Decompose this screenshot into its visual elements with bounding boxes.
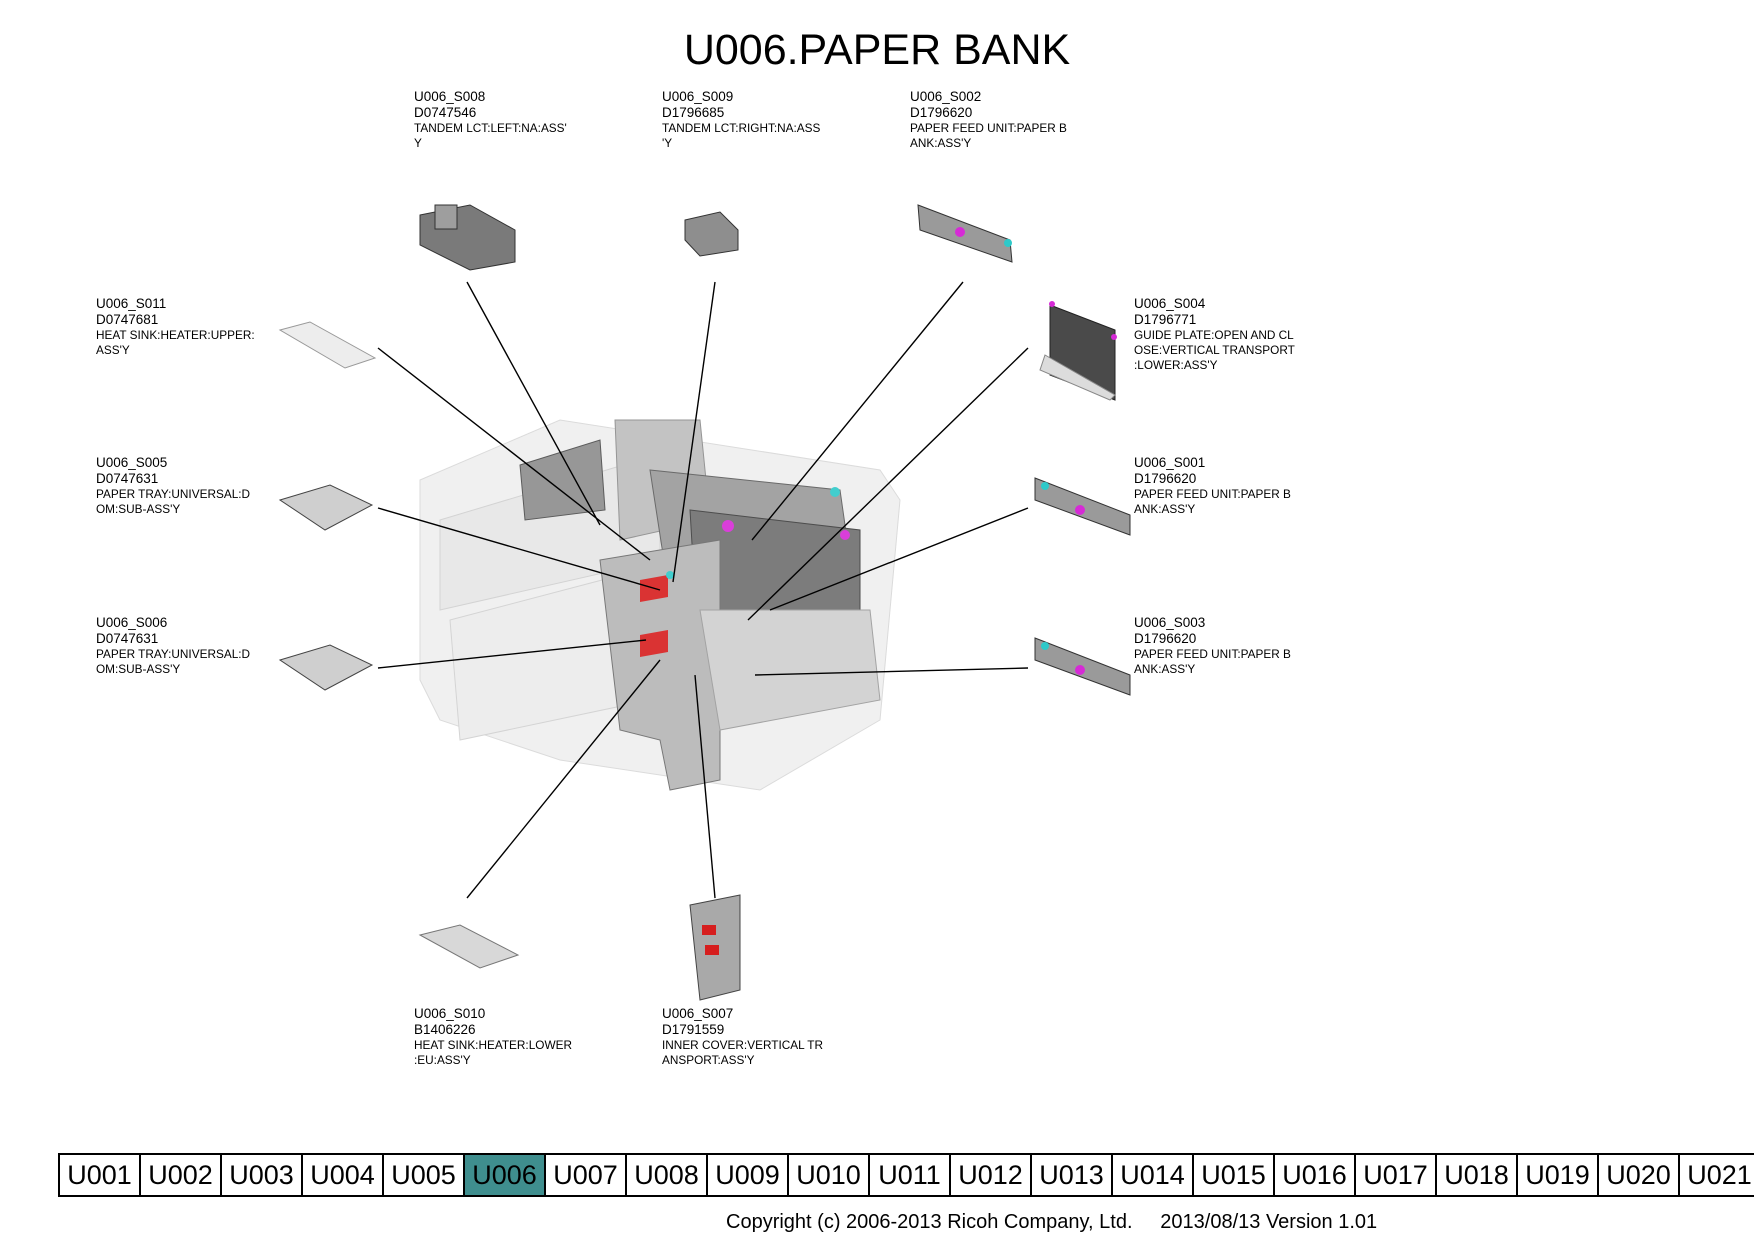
callout-description: PAPER TRAY:UNIVERSAL:D OM:SUB-ASS'Y <box>96 487 251 516</box>
callout-description: PAPER FEED UNIT:PAPER B ANK:ASS'Y <box>1134 487 1291 516</box>
callout-code: U006_S009 <box>662 89 734 104</box>
part-thumbnail-s007[interactable] <box>689 894 741 1001</box>
callout-part-number: D1791559 <box>662 1022 725 1037</box>
part-thumbnail-s005[interactable] <box>278 484 374 531</box>
callout-s011[interactable]: U006_S011 D0747681 HEAT SINK:HEATER:UPPE… <box>96 296 255 358</box>
nav-tab-u011[interactable]: U011 <box>870 1155 951 1195</box>
callout-description: HEAT SINK:HEATER:UPPER: ASS'Y <box>96 328 255 357</box>
callout-part-number: B1406226 <box>414 1022 476 1037</box>
callout-s009[interactable]: U006_S009 D1796685 TANDEM LCT:RIGHT:NA:A… <box>662 89 820 151</box>
callout-code: U006_S001 <box>1134 455 1206 470</box>
callout-part-number: D0747681 <box>96 312 159 327</box>
nav-tab-u002[interactable]: U002 <box>141 1155 222 1195</box>
nav-tab-u003[interactable]: U003 <box>222 1155 303 1195</box>
callout-code: U006_S008 <box>414 89 486 104</box>
callout-part-number: D0747631 <box>96 631 159 646</box>
part-thumbnail-s003[interactable] <box>1034 637 1131 696</box>
callout-code: U006_S005 <box>96 455 168 470</box>
nav-tab-u020[interactable]: U020 <box>1599 1155 1680 1195</box>
part-thumbnail-s010[interactable] <box>418 924 520 969</box>
callout-part-number: D1796620 <box>1134 631 1197 646</box>
callout-code: U006_S006 <box>96 615 168 630</box>
copyright-footer: Copyright (c) 2006-2013 Ricoh Company, L… <box>726 1211 1378 1233</box>
part-thumbnail-s002[interactable] <box>917 204 1013 263</box>
callout-part-number: D0747546 <box>414 105 477 120</box>
part-thumbnail-s001[interactable] <box>1034 477 1131 536</box>
callout-description: TANDEM LCT:LEFT:NA:ASS' Y <box>414 121 567 150</box>
callout-s008[interactable]: U006_S008 D0747546 TANDEM LCT:LEFT:NA:AS… <box>414 89 567 151</box>
nav-tab-u006[interactable]: U006 <box>465 1155 546 1195</box>
nav-tab-u017[interactable]: U017 <box>1356 1155 1437 1195</box>
callout-code: U006_S002 <box>910 89 982 104</box>
nav-tab-u019[interactable]: U019 <box>1518 1155 1599 1195</box>
callout-description: HEAT SINK:HEATER:LOWER :EU:ASS'Y <box>414 1038 572 1067</box>
part-thumbnail-s011[interactable] <box>278 321 377 369</box>
nav-tab-u012[interactable]: U012 <box>951 1155 1032 1195</box>
callout-code: U006_S011 <box>96 296 167 311</box>
nav-tab-u001[interactable]: U001 <box>60 1155 141 1195</box>
nav-tab-u014[interactable]: U014 <box>1113 1155 1194 1195</box>
callout-part-number: D1796771 <box>1134 312 1197 327</box>
part-thumbnail-s006[interactable] <box>278 644 374 691</box>
callout-part-number: D1796620 <box>1134 471 1197 486</box>
callout-s003[interactable]: U006_S003 D1796620 PAPER FEED UNIT:PAPER… <box>1134 615 1291 677</box>
callout-code: U006_S003 <box>1134 615 1206 630</box>
callout-code: U006_S010 <box>414 1006 486 1021</box>
nav-tab-u008[interactable]: U008 <box>627 1155 708 1195</box>
nav-tab-u010[interactable]: U010 <box>789 1155 870 1195</box>
nav-tab-u021[interactable]: U021 <box>1680 1155 1754 1195</box>
page-title: U006.PAPER BANK <box>683 26 1071 74</box>
callout-part-number: D1796685 <box>662 105 725 120</box>
nav-tab-u009[interactable]: U009 <box>708 1155 789 1195</box>
callout-s007[interactable]: U006_S007 D1791559 INNER COVER:VERTICAL … <box>662 1006 823 1068</box>
callout-s010[interactable]: U006_S010 B1406226 HEAT SINK:HEATER:LOWE… <box>414 1006 572 1068</box>
nav-tab-u018[interactable]: U018 <box>1437 1155 1518 1195</box>
nav-tab-u007[interactable]: U007 <box>546 1155 627 1195</box>
callout-s004[interactable]: U006_S004 D1796771 GUIDE PLATE:OPEN AND … <box>1134 296 1295 373</box>
nav-tab-u013[interactable]: U013 <box>1032 1155 1113 1195</box>
nav-tab-u015[interactable]: U015 <box>1194 1155 1275 1195</box>
callout-s005[interactable]: U006_S005 D0747631 PAPER TRAY:UNIVERSAL:… <box>96 455 250 517</box>
callout-description: PAPER FEED UNIT:PAPER B ANK:ASS'Y <box>1134 647 1291 676</box>
main-assembly-illustration[interactable] <box>419 419 901 791</box>
callout-code: U006_S004 <box>1134 296 1206 311</box>
callout-s001[interactable]: U006_S001 D1796620 PAPER FEED UNIT:PAPER… <box>1134 455 1291 517</box>
callout-description: INNER COVER:VERTICAL TR ANSPORT:ASS'Y <box>662 1038 824 1067</box>
callout-part-number: D0747631 <box>96 471 159 486</box>
callout-description: PAPER TRAY:UNIVERSAL:D OM:SUB-ASS'Y <box>96 647 251 676</box>
callout-description: GUIDE PLATE:OPEN AND CL OSE:VERTICAL TRA… <box>1134 328 1295 372</box>
callout-s002[interactable]: U006_S002 D1796620 PAPER FEED UNIT:PAPER… <box>910 89 1067 151</box>
part-thumbnail-s008[interactable] <box>419 204 516 271</box>
callout-part-number: D1796620 <box>910 105 973 120</box>
nav-tab-u005[interactable]: U005 <box>384 1155 465 1195</box>
callout-description: TANDEM LCT:RIGHT:NA:ASS 'Y <box>662 121 821 150</box>
callout-code: U006_S007 <box>662 1006 734 1021</box>
part-thumbnail-s009[interactable] <box>684 211 739 257</box>
callout-description: PAPER FEED UNIT:PAPER B ANK:ASS'Y <box>910 121 1067 150</box>
leader-lines <box>377 281 1029 899</box>
nav-tab-u004[interactable]: U004 <box>303 1155 384 1195</box>
nav-tab-u016[interactable]: U016 <box>1275 1155 1356 1195</box>
callout-s006[interactable]: U006_S006 D0747631 PAPER TRAY:UNIVERSAL:… <box>96 615 250 677</box>
part-thumbnail-s004[interactable] <box>1039 301 1117 401</box>
